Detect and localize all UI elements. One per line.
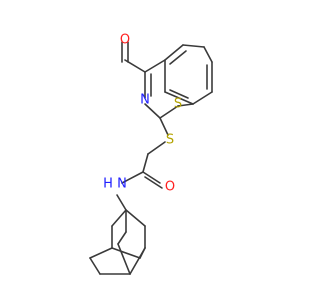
bond-c4-c4a bbox=[144, 59, 166, 73]
bond-n-c1 bbox=[116, 194, 127, 211]
bond-co-n bbox=[121, 171, 144, 184]
oxygen-amide-label: O bbox=[165, 180, 175, 195]
bond-s1-c8a bbox=[177, 103, 194, 107]
sulfur-thioether-label: S bbox=[166, 133, 174, 148]
bond-benz-inner-1 bbox=[169, 50, 187, 65]
bond-ch2-co bbox=[142, 153, 149, 173]
bond-ad-7 bbox=[89, 247, 113, 259]
bond-s-ch2 bbox=[147, 141, 166, 155]
bond-co-o-a bbox=[142, 171, 161, 184]
bond-c2-s1 bbox=[159, 105, 179, 119]
sulfur-ring-label: S bbox=[174, 97, 182, 112]
bond-ad-8 bbox=[89, 257, 101, 275]
bond-benz-inner-3 bbox=[169, 89, 189, 99]
bond-benz-d bbox=[203, 46, 213, 63]
bond-ad-12 bbox=[111, 247, 141, 259]
nitrogen-ring-label: N bbox=[140, 93, 150, 108]
bond-ad-1 bbox=[111, 209, 127, 227]
bond-c2-s bbox=[159, 117, 169, 136]
bond-benz-f bbox=[192, 91, 213, 105]
bond-ad-11 bbox=[117, 243, 131, 275]
bond-ad-13 bbox=[139, 247, 146, 259]
bond-ad-5 bbox=[117, 231, 127, 245]
bond-benz-g bbox=[164, 91, 194, 105]
nitrogen-amide-label: N bbox=[117, 177, 127, 192]
bond-n3-c2 bbox=[144, 103, 161, 119]
bond-co-o-b bbox=[144, 176, 163, 189]
bond-layer bbox=[89, 41, 213, 275]
bond-ad-3 bbox=[125, 209, 146, 227]
bond-benz-b bbox=[164, 44, 184, 61]
hydrogen-amide-label: H bbox=[103, 177, 113, 192]
bond-benz-c bbox=[182, 44, 205, 48]
oxygen-ketone-label: O bbox=[120, 33, 130, 48]
